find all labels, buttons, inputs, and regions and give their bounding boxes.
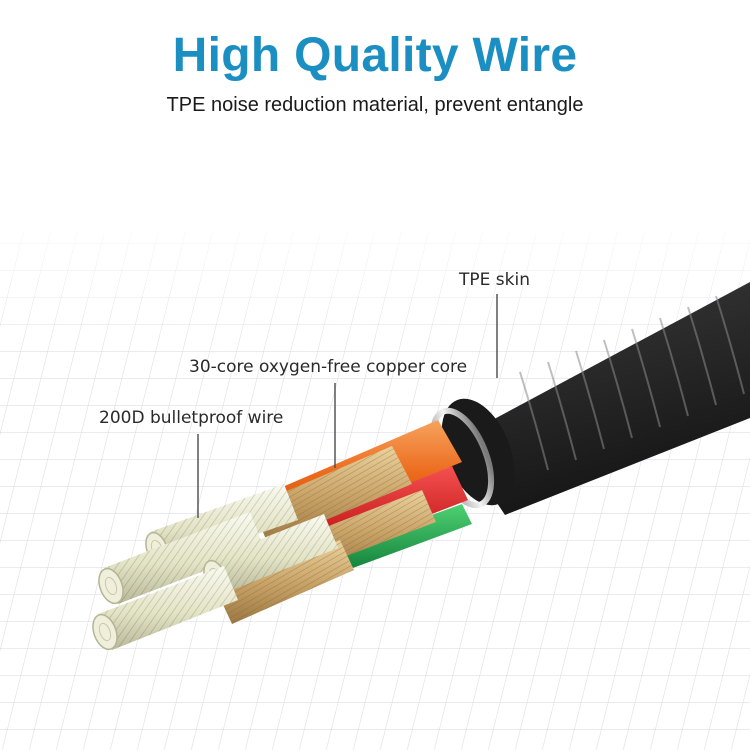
bulletproof-wire-label: 200D bulletproof wire [99,408,284,428]
tpe-skin-cable [429,282,750,515]
page-title: High Quality Wire [172,29,578,82]
page-subtitle: TPE noise reduction material, prevent en… [166,94,584,116]
tpe-skin-label: TPE skin [459,270,530,290]
bulletproof-strands [92,484,338,651]
copper-core-label: 30-core oxygen-free copper core [189,357,468,377]
